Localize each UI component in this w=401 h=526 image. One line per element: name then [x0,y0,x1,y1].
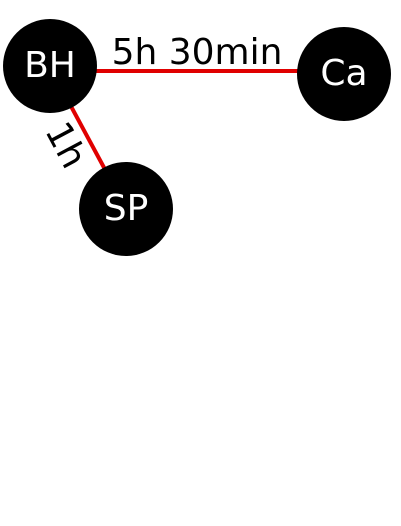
node-sp: SP [79,162,173,256]
node-circle-bh [3,19,97,113]
node-label-sp: SP [104,188,149,229]
node-circle-ca [297,27,391,121]
node-ca: Ca [297,27,391,121]
node-label-bh: BH [24,45,76,86]
node-bh: BH [3,19,97,113]
edge-bh-sp [64,96,110,176]
edge-label-bh-ca: 5h 30min [112,32,283,73]
node-circle-sp [79,162,173,256]
node-label-ca: Ca [320,53,367,94]
edge-label-bh-sp: 1h [36,115,94,175]
